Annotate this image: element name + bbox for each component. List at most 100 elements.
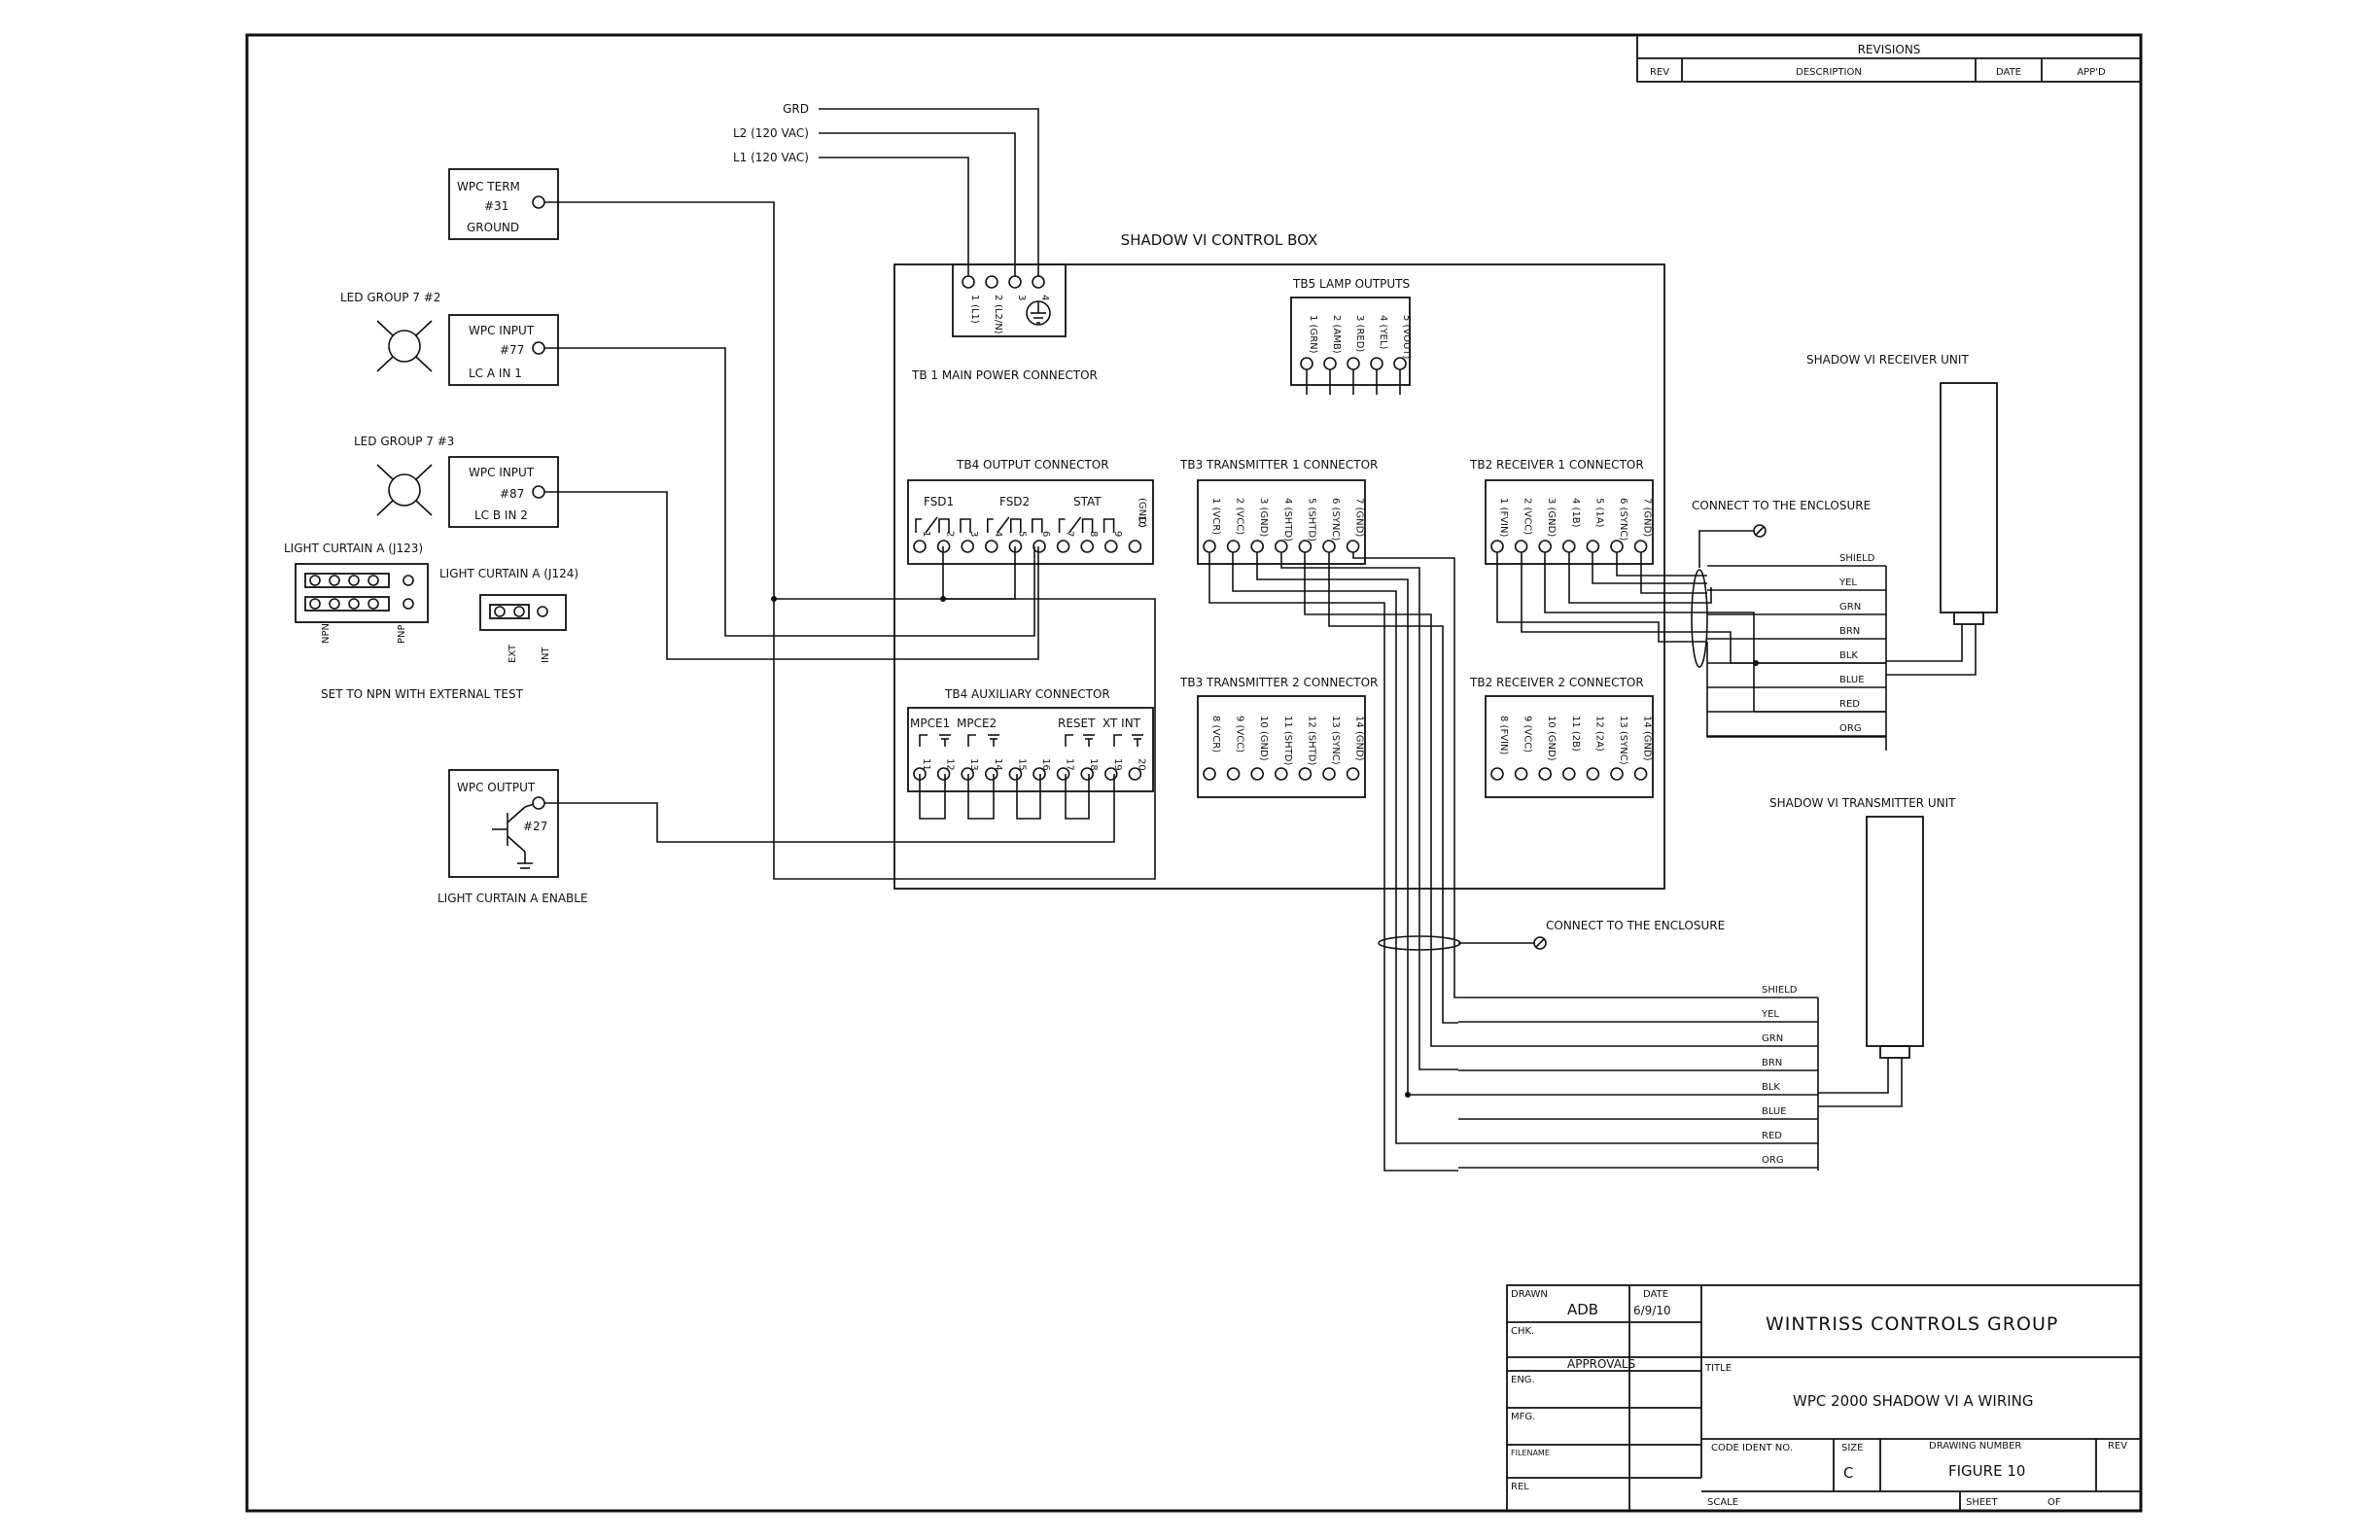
tb4o-pin-label: 3 bbox=[968, 531, 979, 537]
aux-terminal bbox=[1080, 767, 1094, 781]
tb4o-pin-label: 2 bbox=[945, 531, 956, 537]
rx2-pin-label: 11 (2B) bbox=[1570, 716, 1581, 752]
svg-text:#27: #27 bbox=[523, 820, 547, 833]
tx2-terminal bbox=[1275, 767, 1288, 781]
aux-pin-label: 12 bbox=[945, 758, 956, 771]
jumper-pin bbox=[348, 575, 360, 586]
revisions-block: REVISIONS REV DESCRIPTION DATE APP'D bbox=[1636, 34, 2142, 83]
tb5-pin-label: 1 (GRN) bbox=[1308, 315, 1318, 354]
tx1-pin-label: 5 (SHTD) bbox=[1306, 498, 1316, 542]
svg-text:STAT: STAT bbox=[1073, 495, 1102, 508]
jumper-pin bbox=[402, 575, 414, 586]
led-group-3: LED GROUP 7 #3 WPC INPUT #87 LC B IN 2 bbox=[354, 435, 1039, 660]
svg-text:XT INT: XT INT bbox=[1102, 717, 1141, 730]
tx-wire-label: GRN bbox=[1762, 1033, 1783, 1044]
tb5-terminal bbox=[1370, 357, 1383, 370]
tx1-terminal bbox=[1298, 540, 1312, 553]
control-box-title: SHADOW VI CONTROL BOX bbox=[1121, 231, 1318, 249]
aux-pin-label: 11 bbox=[921, 758, 931, 771]
tx-wire-label: BLUE bbox=[1762, 1106, 1787, 1117]
rx2-pin-label: 8 (FVIN) bbox=[1498, 716, 1509, 754]
svg-text:REL: REL bbox=[1511, 1482, 1529, 1492]
svg-text:NPN: NPN bbox=[321, 623, 332, 644]
revisions-col-rev: REV bbox=[1650, 67, 1669, 78]
revisions-col-description: DESCRIPTION bbox=[1796, 67, 1862, 78]
tx2-pin-label: 12 (SHTD) bbox=[1306, 716, 1316, 765]
svg-text:INT: INT bbox=[541, 647, 551, 663]
tb1-main-power-connector: 1 2 3 4 (L1) (L2/N) TB 1 MAIN POWER CONN… bbox=[911, 263, 1098, 382]
tb4o-terminal bbox=[913, 540, 927, 553]
company-name: WINTRISS CONTROLS GROUP bbox=[1766, 1313, 2058, 1335]
tb5-terminal bbox=[1393, 357, 1407, 370]
aux-pin-label: 19 bbox=[1112, 758, 1123, 771]
tb2-receiver-2-connector: TB2 RECEIVER 2 CONNECTOR 8 (FVIN)9 (VCC)… bbox=[1469, 676, 1654, 798]
svg-text:DRAWN: DRAWN bbox=[1511, 1289, 1548, 1300]
tb5-terminal bbox=[1300, 357, 1313, 370]
tx1-pin-label: 6 (SYNC) bbox=[1330, 498, 1341, 541]
tx2-pin-label: 10 (GND) bbox=[1258, 716, 1269, 761]
jumper-pin bbox=[368, 598, 379, 610]
svg-text:CODE IDENT NO.: CODE IDENT NO. bbox=[1711, 1443, 1793, 1453]
tx1-pin-label: 4 (SHTD) bbox=[1282, 498, 1293, 542]
tx1-terminal bbox=[1322, 540, 1336, 553]
revisions-col-appd: APP'D bbox=[2077, 67, 2106, 78]
tb5-terminal bbox=[1323, 357, 1337, 370]
power-lines: GRD L2 (120 VAC) L1 (120 VAC) bbox=[733, 102, 1039, 278]
tb4o-pin-label: 5 bbox=[1016, 531, 1027, 537]
jumper-pin bbox=[309, 598, 321, 610]
light-curtain-j124: LIGHT CURTAIN A (J124) EXT INT bbox=[439, 567, 578, 663]
aux-terminal bbox=[1104, 767, 1118, 781]
svg-text:APPROVALS: APPROVALS bbox=[1567, 1357, 1635, 1371]
rx1-terminal bbox=[1633, 540, 1648, 553]
rx1-terminal bbox=[1586, 540, 1600, 553]
light-curtain-enable-label: LIGHT CURTAIN A ENABLE bbox=[438, 892, 588, 905]
svg-text:WPC OUTPUT: WPC OUTPUT bbox=[457, 781, 536, 794]
svg-text:WPC INPUT: WPC INPUT bbox=[469, 324, 535, 337]
jumper-pin bbox=[348, 598, 360, 610]
rx2-terminal bbox=[1586, 767, 1600, 781]
tx2-terminal bbox=[1322, 767, 1336, 781]
tx2-pin-label: 9 (VCC) bbox=[1235, 716, 1245, 752]
tx1-pin-label: 3 (GND) bbox=[1258, 498, 1269, 537]
tb4o-terminal bbox=[1128, 540, 1142, 553]
tb4o-terminal bbox=[1056, 540, 1070, 553]
svg-text:SCALE: SCALE bbox=[1707, 1497, 1738, 1508]
jumper-pin bbox=[402, 598, 414, 610]
svg-text:#77: #77 bbox=[500, 343, 524, 357]
svg-text:WPC INPUT: WPC INPUT bbox=[469, 466, 535, 479]
rx-wire-label: GRN bbox=[1839, 602, 1861, 612]
svg-text:FSD1: FSD1 bbox=[924, 495, 954, 508]
drawing-number: FIGURE 10 bbox=[1948, 1462, 2025, 1480]
svg-text:GROUND: GROUND bbox=[467, 221, 519, 234]
connect-enclosure-rx: CONNECT TO THE ENCLOSURE bbox=[1692, 499, 1871, 512]
drawing-title: WPC 2000 SHADOW VI A WIRING bbox=[1793, 1392, 2034, 1410]
tb5-pin-label: 5 (VOUT) bbox=[1401, 315, 1412, 359]
tx1-pin-label: 2 (VCC) bbox=[1235, 498, 1245, 535]
shadow-vi-transmitter-unit: SHADOW VI TRANSMITTER UNIT bbox=[1769, 796, 1956, 1107]
rx2-terminal bbox=[1610, 767, 1624, 781]
tb4o-terminal bbox=[1032, 540, 1046, 553]
revisions-col-date: DATE bbox=[1996, 67, 2021, 78]
power-line-l2: L2 (120 VAC) bbox=[733, 126, 809, 140]
aux-pin-label: 14 bbox=[993, 758, 1003, 771]
tx2-terminal bbox=[1250, 767, 1264, 781]
tx-wire-label: ORG bbox=[1762, 1155, 1784, 1166]
rx2-terminal bbox=[1562, 767, 1576, 781]
tb4o-terminal bbox=[984, 540, 998, 553]
svg-text:2: 2 bbox=[993, 295, 1003, 300]
power-line-l1: L1 (120 VAC) bbox=[733, 151, 809, 164]
aux-terminal bbox=[936, 767, 951, 781]
svg-text:WPC TERM: WPC TERM bbox=[457, 180, 520, 193]
tx2-terminal bbox=[1226, 767, 1241, 781]
rx2-pin-label: 14 (GND) bbox=[1642, 716, 1653, 761]
svg-text:MPCE2: MPCE2 bbox=[957, 717, 997, 730]
drawing-border bbox=[245, 33, 2143, 1513]
rx1-pin-label: 6 (SYNC) bbox=[1618, 498, 1628, 541]
svg-text:SIZE: SIZE bbox=[1841, 1443, 1863, 1453]
svg-text:SHADOW VI RECEIVER UNIT: SHADOW VI RECEIVER UNIT bbox=[1806, 353, 1969, 367]
svg-text:SHADOW VI TRANSMITTER UNIT: SHADOW VI TRANSMITTER UNIT bbox=[1769, 796, 1956, 810]
aux-terminal bbox=[1056, 767, 1070, 781]
tb4-aux-label: TB4 AUXILIARY CONNECTOR bbox=[944, 687, 1110, 701]
svg-text:ENG.: ENG. bbox=[1511, 1375, 1535, 1385]
lamp-icon bbox=[376, 320, 433, 372]
